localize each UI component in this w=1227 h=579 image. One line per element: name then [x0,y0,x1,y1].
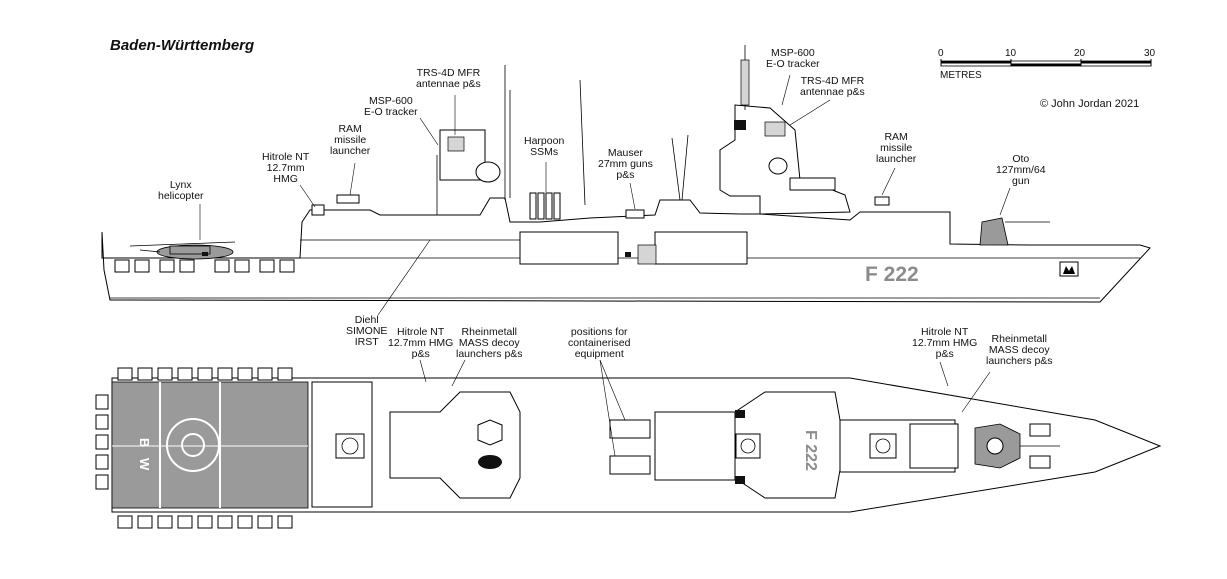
boat-bay-fwd [654,231,748,265]
flight-deck-side-boxes [95,367,293,529]
copyright-text: © John Jordan 2021 [1040,98,1140,110]
scale-tick-20: 20 [1074,48,1086,59]
aft-radome [475,161,501,183]
scale-tick-0: 0 [938,48,944,59]
scale-bar-graphic [940,59,1152,67]
plan-view: F 222 [95,239,1162,529]
deck-hull-number: F 222 [802,430,819,471]
masts [436,45,750,215]
ram-launcher-fwd [874,196,890,206]
oto-gun-shape [979,217,1050,246]
fwd-radome [768,157,788,175]
profile-hull-number: F 222 [865,263,919,286]
container-position-2 [609,455,651,475]
plan-callout-lines [377,239,991,457]
flight-deck-letter-b: B [137,438,152,447]
aft-deck-boxes [114,259,295,273]
container-position-1 [609,419,651,439]
ram-launcher-aft [336,194,360,204]
lynx-helicopter-shape [129,241,236,260]
oto-gun-plan [974,423,1060,469]
scale-tick-30: 30 [1144,48,1156,59]
flight-deck-letter-w: W [137,458,152,471]
harpoon-launchers [529,192,561,220]
profile-callout-lines [199,74,1011,240]
aft-mast-plan [477,419,503,446]
profile-hull [101,104,1151,303]
boat-bay-aft [519,231,619,265]
flight-deck [111,381,309,509]
plan-hull [111,377,1162,513]
drawing-title: Baden-Württemberg [110,37,255,54]
scale-tick-10: 10 [1005,48,1017,59]
aft-superstructure-plan [389,391,521,499]
scale-unit-label: METRES [940,70,982,81]
profile-view: F 222 [101,45,1151,303]
mauser-gun [625,209,645,219]
